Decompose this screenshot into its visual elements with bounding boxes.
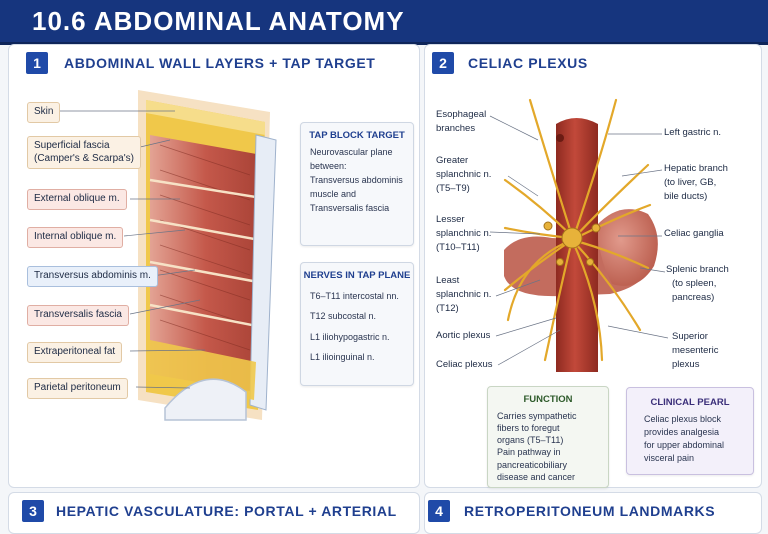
clinical-pearl-line: visceral pain	[644, 453, 695, 464]
function-box-line: Pain pathway in	[497, 447, 561, 458]
tap-block-target-box: TAP BLOCK TARGET Neurovascular plane bet…	[300, 122, 414, 246]
label-line: Splenic branch	[666, 264, 729, 275]
tap-box-line: between:	[310, 160, 347, 171]
panel-1-leader-lines	[60, 110, 206, 389]
function-box-line: pancreaticobiliary	[497, 459, 568, 470]
label-line: splanchnic n.	[436, 168, 492, 180]
layer-label-extraperitoneal-fat: Extraperitoneal fat	[27, 342, 123, 363]
label-line: Greater	[436, 155, 469, 166]
clinical-pearl-line: Celiac plexus block	[644, 414, 722, 424]
peritoneal-cavity	[164, 378, 247, 421]
layer-label-external-oblique: External oblique m.	[27, 189, 127, 210]
label-line: plexus	[672, 358, 700, 370]
label-left-gastric: Left gastric n.	[664, 126, 721, 140]
function-box-line: disease and cancer	[497, 471, 576, 482]
label-line: (T5–T9)	[436, 182, 470, 194]
label-line: Lesser	[436, 214, 465, 225]
label-hepatic-branch: Hepatic branch (to liver, GB, bile ducts…	[664, 162, 728, 203]
nerves-box-line: T6–T11 intercostal nn.	[310, 291, 399, 301]
layer-label-internal-oblique: Internal oblique m.	[27, 227, 124, 248]
layer-label-superficial-fascia: Superficial fascia (Camper's & Scarpa's)	[27, 136, 141, 169]
label-greater-splanchnic: Greater splanchnic n. (T5–T9)	[436, 154, 491, 195]
panel-1-title: ABDOMINAL WALL LAYERS + TAP TARGET	[64, 55, 376, 71]
label-esophageal-branches: Esophageal branches	[436, 108, 486, 136]
label-line: (to spleen,	[672, 277, 717, 289]
tap-box-title: TAP BLOCK TARGET	[309, 130, 405, 141]
nerves-tap-plane-box: NERVES IN TAP PLANE T6–T11 intercostal n…	[300, 262, 414, 386]
layer-label-superficial-fascia-line1: Superficial fascia	[34, 140, 110, 151]
label-line: splanchnic n.	[436, 288, 492, 300]
tap-box-line: muscle and	[310, 188, 357, 199]
function-box-line: fibers to foregut	[497, 423, 560, 434]
function-box-line: organs (T5–T11)	[497, 435, 564, 446]
label-line: Superior	[672, 331, 708, 342]
panel-2-leader-lines	[489, 115, 669, 366]
label-splenic-branch: Splenic branch (to spleen, pancreas)	[666, 263, 729, 304]
label-line: Celiac plexus	[436, 359, 493, 370]
layer-label-transversus-abdominis: Transversus abdominis m.	[27, 266, 158, 287]
clinical-pearl-box: CLINICAL PEARL Celiac plexus block provi…	[626, 387, 754, 475]
label-line: Hepatic branch	[664, 163, 728, 174]
page-title: 10.6 ABDOMINAL ANATOMY	[32, 6, 405, 36]
panel-2-number: 2	[432, 52, 454, 74]
label-celiac-plexus: Celiac plexus	[436, 358, 493, 372]
nerves-box-line: L1 ilioinguinal n.	[310, 351, 375, 362]
label-line: Least	[436, 275, 460, 286]
label-line: (T10–T11)	[436, 241, 480, 253]
nerves-box-line: L1 iliohypogastric n.	[310, 331, 390, 342]
fascia-separators	[149, 178, 263, 328]
label-line: Esophageal	[436, 109, 487, 120]
panel-1-number: 1	[26, 52, 48, 74]
function-box-line: Carries sympathetic	[497, 411, 577, 421]
clinical-pearl-line: for upper abdominal	[644, 440, 725, 451]
celiac-plexus-illustration	[503, 98, 658, 372]
tap-box-line: Transversalis fascia	[310, 202, 390, 213]
label-line: branches	[436, 122, 476, 134]
clinical-pearl-line: provides analgesia	[644, 427, 720, 438]
spleen-shape	[596, 209, 658, 286]
tap-box-line: Neurovascular plane	[310, 147, 393, 157]
abdominal-wall-illustration	[138, 90, 277, 421]
label-line: Left gastric n.	[664, 127, 722, 138]
ganglia-nodes	[543, 221, 601, 266]
function-box: FUNCTION Carries sympathetic fibers to f…	[487, 386, 609, 488]
layer-label-parietal-peritoneum: Parietal peritoneum	[27, 378, 128, 399]
page-header: 10.6 ABDOMINAL ANATOMY	[0, 0, 768, 45]
label-line: (T12)	[436, 302, 459, 314]
nerves-box-title: NERVES IN TAP PLANE	[303, 270, 411, 281]
label-lesser-splanchnic: Lesser splanchnic n. (T10–T11)	[436, 213, 491, 254]
layer-label-superficial-fascia-line2: (Camper's & Scarpa's)	[34, 152, 134, 164]
illustration-layer	[60, 90, 669, 421]
layer-label-skin: Skin	[27, 102, 61, 123]
clinical-pearl-title: CLINICAL PEARL	[650, 397, 730, 408]
transversalis-fascia	[249, 134, 277, 411]
label-line: (to liver, GB,	[664, 176, 717, 188]
label-celiac-ganglia: Celiac ganglia	[664, 227, 724, 241]
layer-label-transversalis-fascia: Transversalis fascia	[27, 305, 129, 326]
label-line: splanchnic n.	[436, 227, 492, 239]
label-line: Aortic plexus	[436, 330, 491, 341]
tap-box-line: Transversus abdominis	[310, 174, 403, 185]
label-line: bile ducts)	[664, 190, 708, 202]
label-least-splanchnic: Least splanchnic n. (T12)	[436, 274, 491, 315]
nerves-box-line: T12 subcostal n.	[310, 311, 377, 322]
label-aortic-plexus: Aortic plexus	[436, 329, 490, 343]
label-line: mesenteric	[672, 344, 719, 356]
label-line: pancreas)	[672, 291, 715, 303]
function-box-title: FUNCTION	[523, 394, 573, 405]
label-line: Celiac ganglia	[664, 228, 724, 239]
label-superior-mesenteric-plexus: Superior mesenteric plexus	[672, 330, 718, 371]
panel-2-title: CELIAC PLEXUS	[468, 55, 588, 71]
